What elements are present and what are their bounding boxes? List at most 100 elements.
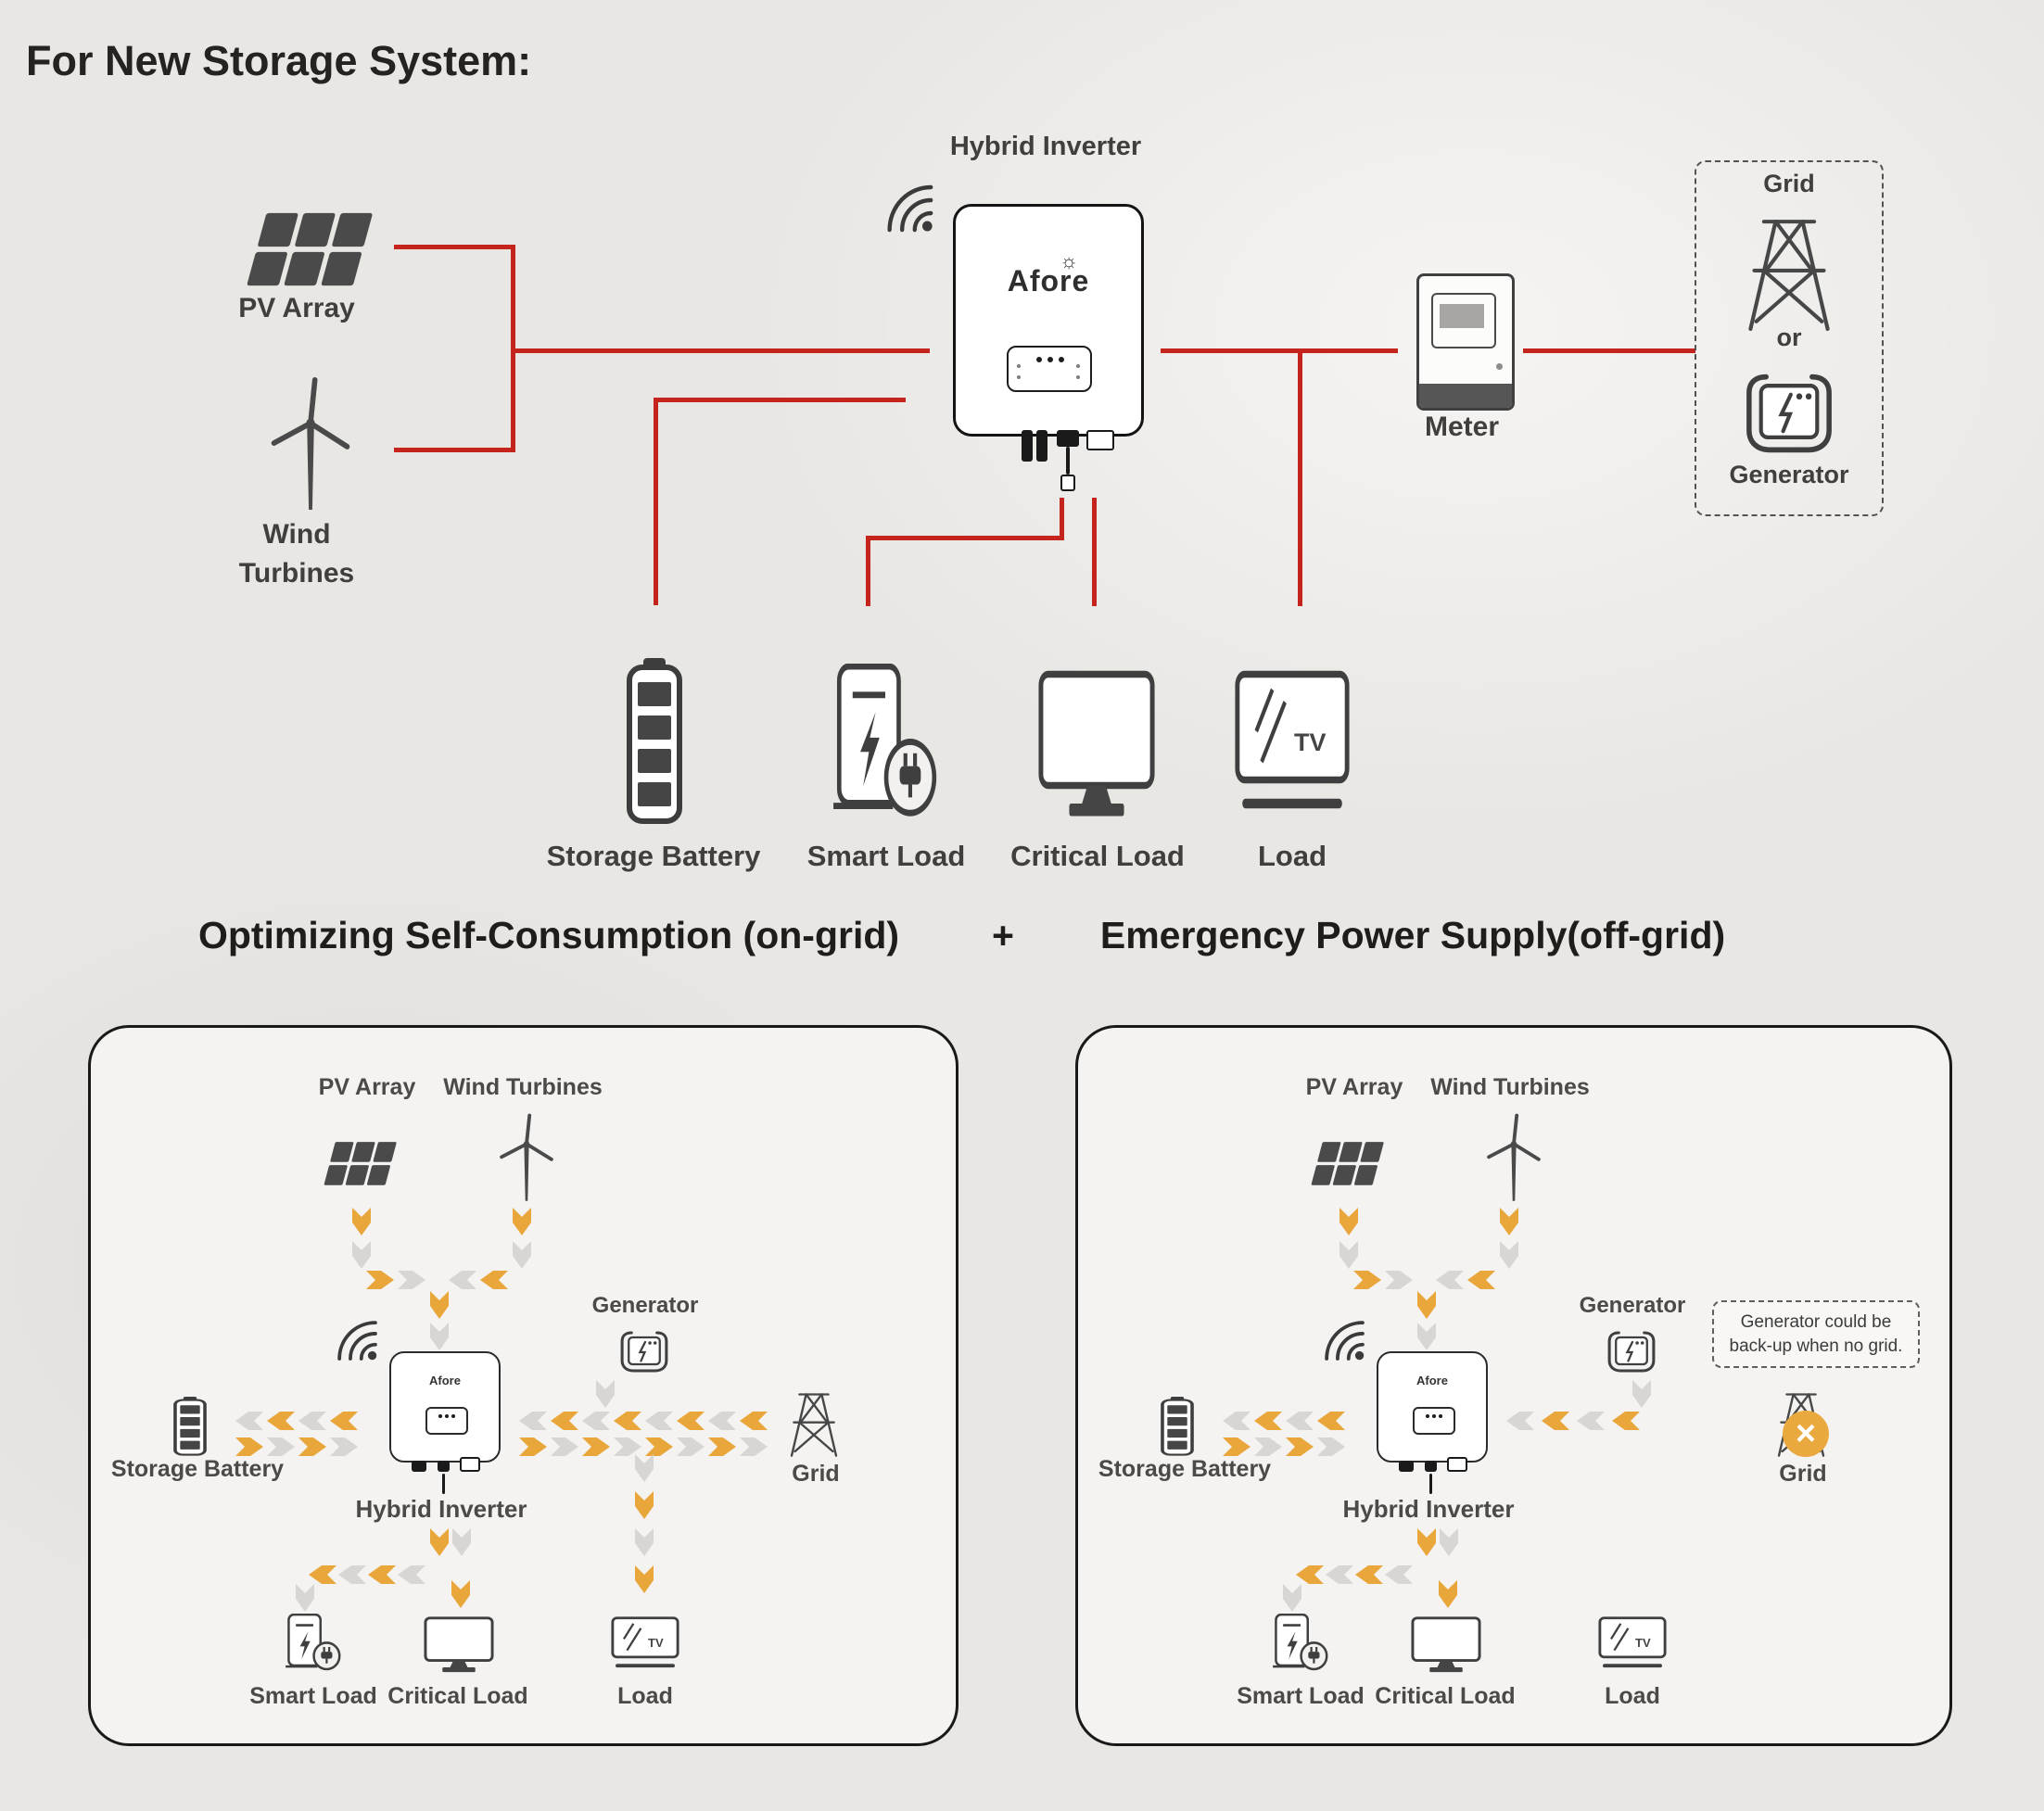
tv-text: TV xyxy=(648,1636,664,1650)
flow-arrow xyxy=(513,1208,531,1235)
flow-arrow xyxy=(1436,1271,1464,1289)
flow-arrow xyxy=(708,1437,736,1456)
header-plus: + xyxy=(992,914,1014,956)
flow-arrow xyxy=(1577,1412,1605,1430)
flow-arrow xyxy=(352,1241,371,1269)
header-offgrid: Emergency Power Supply(off-grid) xyxy=(1099,914,1726,956)
flow-arrow xyxy=(1286,1412,1314,1430)
grid-tower-icon xyxy=(790,1393,838,1457)
grid-tower-icon xyxy=(1741,216,1837,333)
meter-display xyxy=(1440,304,1484,328)
meter-screen xyxy=(1431,293,1496,348)
flow-arrow xyxy=(551,1412,578,1430)
flow-arrow xyxy=(1506,1412,1534,1430)
flow-arrow xyxy=(398,1271,425,1289)
hybrid-inverter-device: Afore xyxy=(1377,1351,1488,1494)
flow-arrow xyxy=(740,1437,768,1456)
load-icon xyxy=(1233,667,1352,823)
flow-arrow xyxy=(1296,1565,1324,1584)
sun-icon: ☼ xyxy=(1060,249,1080,272)
flow-arrow xyxy=(582,1437,610,1456)
wifi-icon xyxy=(879,176,936,235)
com-gland xyxy=(1086,430,1114,450)
panel-offgrid-diagram: PV Array Wind Turbines Generator Generat… xyxy=(1075,1025,1952,1746)
flow-arrow xyxy=(1632,1380,1651,1408)
grid-offline-badge: × xyxy=(1783,1411,1829,1457)
flow-arrow xyxy=(677,1412,705,1430)
wire-battery-v xyxy=(654,398,658,605)
critical-load-icon xyxy=(1036,667,1157,823)
flow-arrow xyxy=(451,1580,470,1608)
pv-array-icon xyxy=(1311,1142,1384,1185)
inverter-led-panel xyxy=(1007,346,1092,392)
wire-trunk-right xyxy=(1161,348,1398,353)
smart-load-icon xyxy=(1272,1614,1328,1671)
ac-cable-tip xyxy=(1060,475,1075,491)
hybrid-inverter-device: ☼ Afore xyxy=(953,204,1144,437)
flow-arrow xyxy=(1339,1208,1358,1235)
flow-arrow xyxy=(1417,1291,1436,1319)
flow-arrow xyxy=(366,1271,394,1289)
pv-array-icon xyxy=(324,1142,397,1185)
flow-arrow xyxy=(452,1528,471,1556)
flow-arrow xyxy=(338,1565,366,1584)
flow-arrow xyxy=(519,1412,547,1430)
flow-arrow xyxy=(596,1380,615,1408)
inverter-led-panel xyxy=(1413,1407,1455,1435)
flow-arrow xyxy=(614,1412,641,1430)
generator-label: Generator xyxy=(1729,461,1849,488)
flow-arrow xyxy=(677,1437,705,1456)
storage-battery-icon xyxy=(1161,1397,1194,1456)
wifi-icon xyxy=(337,1321,379,1362)
flow-arrow xyxy=(296,1584,314,1612)
hybrid-inverter-label: Hybrid Inverter xyxy=(1342,1495,1515,1523)
flow-arrow xyxy=(368,1565,396,1584)
grid-label: Grid xyxy=(1763,170,1815,197)
flow-arrow xyxy=(519,1437,547,1456)
wire-load-v xyxy=(1298,350,1302,606)
wifi-icon xyxy=(1325,1321,1366,1362)
meter-label: Meter xyxy=(1424,412,1500,442)
flow-arrow xyxy=(1417,1323,1436,1350)
flow-arrow xyxy=(614,1437,641,1456)
grid-label: Grid xyxy=(1779,1461,1827,1487)
flow-arrow xyxy=(645,1412,673,1430)
flow-arrow xyxy=(298,1437,326,1456)
panel-ongrid-diagram: PV Array Wind Turbines Generator Storage… xyxy=(88,1025,959,1746)
flow-arrow xyxy=(635,1528,654,1556)
storage-battery-icon xyxy=(173,1397,207,1456)
tv-text: TV xyxy=(1294,728,1327,756)
inverter-brand-logo: Afore xyxy=(429,1374,461,1387)
load-label: Load xyxy=(617,1683,673,1709)
com-gland xyxy=(460,1457,480,1472)
flow-arrow xyxy=(708,1412,736,1430)
pv-array-label: PV Array xyxy=(238,293,355,323)
critical-load-label: Critical Load xyxy=(1375,1683,1516,1709)
hybrid-inverter-device: Afore xyxy=(389,1351,501,1494)
flow-arrow xyxy=(1317,1412,1345,1430)
ac-gland xyxy=(1057,430,1079,447)
ac-gland xyxy=(1425,1461,1437,1472)
wire-smartload-h xyxy=(866,536,1064,540)
inverter-brand-logo: Afore xyxy=(1416,1374,1448,1387)
ac-cable xyxy=(1429,1474,1432,1494)
flow-arrow xyxy=(1223,1412,1251,1430)
hybrid-inverter-label: Hybrid Inverter xyxy=(949,132,1142,161)
load-label: Load xyxy=(1605,1683,1660,1709)
grid-label: Grid xyxy=(792,1461,840,1487)
flow-arrow xyxy=(1339,1241,1358,1269)
ac-cable xyxy=(1066,447,1070,475)
flow-arrow xyxy=(1542,1412,1569,1430)
flow-arrow xyxy=(1385,1565,1413,1584)
critical-load-label: Critical Load xyxy=(387,1683,528,1709)
flow-arrow xyxy=(1353,1271,1381,1289)
storage-battery-label: Storage Battery xyxy=(110,1456,285,1482)
flow-arrow xyxy=(1254,1437,1282,1456)
critical-load-label: Critical Load xyxy=(1010,840,1185,872)
flow-arrow xyxy=(430,1528,449,1556)
meter-device xyxy=(1416,273,1515,411)
flow-arrow xyxy=(1254,1412,1282,1430)
wind-turbine-icon xyxy=(267,376,354,512)
meter-band xyxy=(1419,384,1512,408)
flow-arrow xyxy=(1500,1241,1518,1269)
